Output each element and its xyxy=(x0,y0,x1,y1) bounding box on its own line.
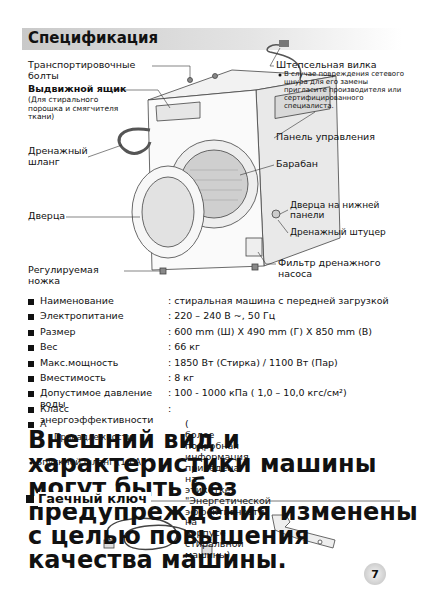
spec-name: Класс энергоэффективности xyxy=(40,404,168,426)
part-label: Барабан xyxy=(276,159,376,170)
spec-name: Наименование xyxy=(40,296,168,307)
spec-name: Размер xyxy=(40,327,168,338)
spec-name: Вес xyxy=(40,342,168,353)
spec-name: Макс.мощность xyxy=(40,358,168,369)
plug xyxy=(279,40,289,47)
drain-hose xyxy=(119,129,150,153)
part-label: Транспортировочные болты xyxy=(28,60,150,82)
note-text: Впускной шланг (1 EA) xyxy=(36,457,402,467)
spec-value: : стиральная машина с передней загрузкой xyxy=(168,296,408,307)
part-label: Дверца на нижней панели xyxy=(290,200,402,221)
spec-value: : 100 - 1000 кПа ( 1,0 – 10,0 кгс/см²) xyxy=(168,388,408,399)
part-label: Дренажный шланг xyxy=(28,146,88,168)
part-label: Дверца xyxy=(28,211,88,222)
section-heading: Гаечный ключ xyxy=(38,492,151,507)
title-bar xyxy=(22,28,402,50)
bullet-dot xyxy=(279,74,282,77)
part-label: Выдвижной ящик xyxy=(28,84,140,95)
part-label: Дренажный штуцер xyxy=(290,227,402,237)
spec-name: Электропитание xyxy=(40,311,168,322)
part-label: Фильтр дренажного насоса xyxy=(278,258,396,280)
spec-value: : 220 – 240 В ~, 50 Гц xyxy=(168,311,408,322)
spec-value: : 8 кг xyxy=(168,373,408,384)
spec-value: : xyxy=(168,404,408,415)
part-label: Штепсельная вилка xyxy=(276,60,406,71)
part-label: Панель управления xyxy=(276,132,406,143)
part-label: Регулируемая ножка xyxy=(28,265,128,287)
spec-value: : 600 mm (Ш) X 490 mm (Г) X 850 mm (В) xyxy=(168,327,408,338)
spec-name: Вместимость xyxy=(40,373,168,384)
page-number: 7 xyxy=(371,568,379,581)
page-title: Спецификация xyxy=(28,30,158,47)
spec-value: : 1850 Вт (Стирка) / 1100 Вт (Пар) xyxy=(168,358,408,369)
page-number-badge: 7 xyxy=(364,563,386,585)
part-note: (Для стирального порошка и смягчителя тк… xyxy=(28,96,128,122)
part-note: В случае повреждения сетевого шнура для … xyxy=(284,70,408,110)
spec-value: : 66 кг xyxy=(168,342,408,353)
energy-note: Принадлежности xyxy=(54,433,404,443)
